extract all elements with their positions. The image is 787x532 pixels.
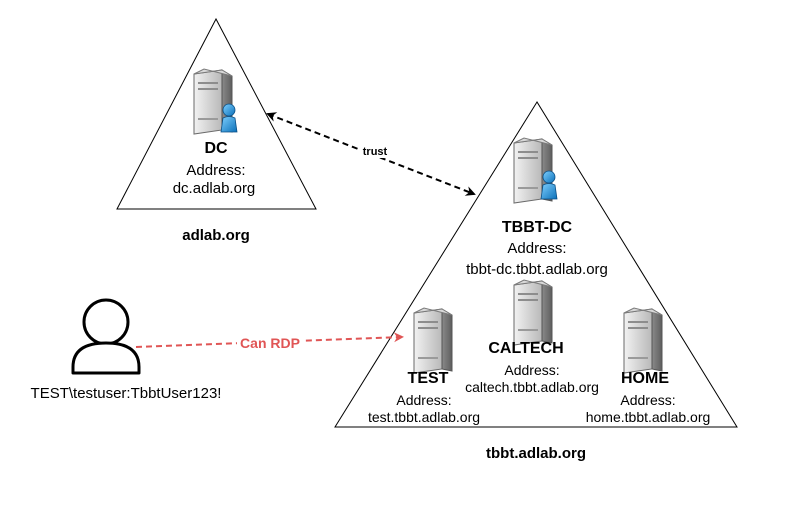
user-icon: [71, 298, 141, 375]
caltech-node[interactable]: CALTECH Address: caltech.tbbt.adlab.org: [465, 279, 599, 395]
dc-address-label: Address:: [186, 162, 245, 179]
server-icon: [513, 279, 553, 346]
rdp-label: Can RDP: [240, 335, 300, 351]
test-node[interactable]: TEST Address: test.tbbt.adlab.org: [368, 307, 480, 425]
tbbt-dc-address-label: Address:: [507, 240, 566, 257]
domain-label-tbbt: tbbt.adlab.org: [486, 445, 586, 462]
user-actor[interactable]: TEST\testuser:TbbtUser123!: [31, 298, 222, 402]
domain-controller-icon: [193, 68, 238, 135]
test-address-label: Address:: [396, 392, 451, 408]
server-icon: [413, 307, 453, 374]
test-name: TEST: [408, 370, 449, 387]
domain-triangle-adlab: [116, 17, 317, 210]
domain-controller-icon: [513, 137, 558, 204]
trust-label: trust: [363, 146, 388, 158]
rdp-label-bg: [237, 335, 303, 351]
caltech-address-label: Address:: [504, 362, 559, 378]
user-credential: TEST\testuser:TbbtUser123!: [31, 385, 222, 402]
dc-address: dc.adlab.org: [173, 180, 256, 197]
dc-name: DC: [204, 140, 228, 157]
domain-label-adlab: adlab.org: [182, 227, 250, 244]
domain-triangle-tbbt: [334, 101, 738, 428]
server-icon: [623, 307, 663, 374]
test-address: test.tbbt.adlab.org: [368, 409, 480, 425]
tbbt-dc-name: TBBT-DC: [502, 219, 573, 236]
home-name: HOME: [621, 370, 669, 387]
home-node[interactable]: HOME Address: home.tbbt.adlab.org: [586, 307, 711, 425]
caltech-name: CALTECH: [488, 340, 563, 357]
tbbt-dc-node[interactable]: TBBT-DC Address: tbbt-dc.tbbt.adlab.org: [466, 137, 608, 278]
home-address: home.tbbt.adlab.org: [586, 409, 711, 425]
tbbt-dc-address: tbbt-dc.tbbt.adlab.org: [466, 261, 608, 278]
home-address-label: Address:: [620, 392, 675, 408]
caltech-address: caltech.tbbt.adlab.org: [465, 379, 599, 395]
dc-node[interactable]: DC Address: dc.adlab.org: [173, 68, 256, 197]
trust-label-bg: [358, 142, 392, 158]
